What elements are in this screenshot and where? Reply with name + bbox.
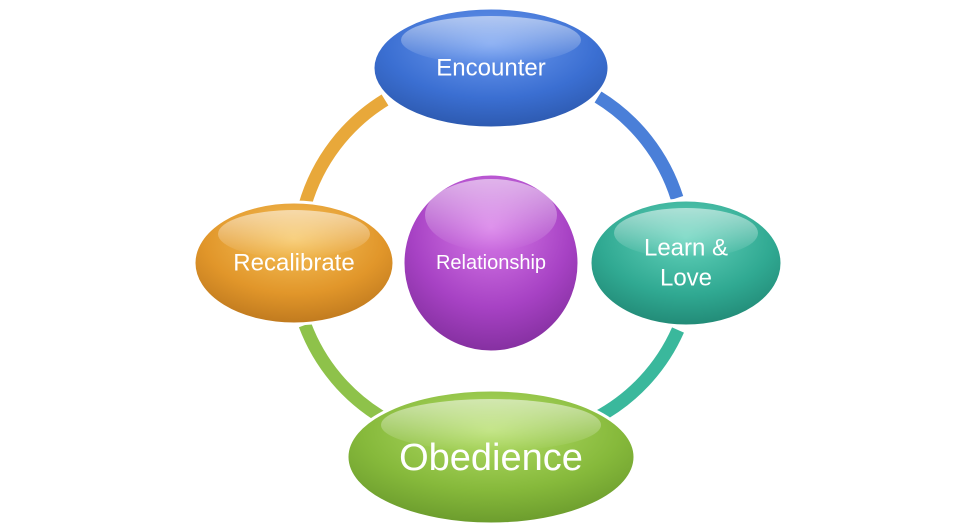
node-learn-love-label-line1: Learn & [644, 235, 728, 262]
node-obedience-label: Obedience [399, 437, 583, 479]
node-recalibrate-label: Recalibrate [233, 250, 354, 277]
center-node-relationship: Relationship [401, 172, 581, 354]
node-learn-love-label-line2: Love [660, 265, 712, 292]
node-encounter: Encounter [371, 6, 611, 130]
node-learn-love: Learn & Love [588, 198, 784, 328]
node-recalibrate: Recalibrate [192, 200, 396, 326]
arc-learn-love-to-obedience [592, 327, 684, 424]
node-encounter-label: Encounter [436, 55, 545, 82]
node-obedience: Obedience [345, 388, 637, 526]
arc-encounter-to-learn-love [594, 91, 684, 201]
arc-recalibrate-to-encounter [298, 94, 389, 207]
arc-obedience-to-recalibrate [298, 322, 387, 424]
center-node-label: Relationship [436, 252, 546, 274]
